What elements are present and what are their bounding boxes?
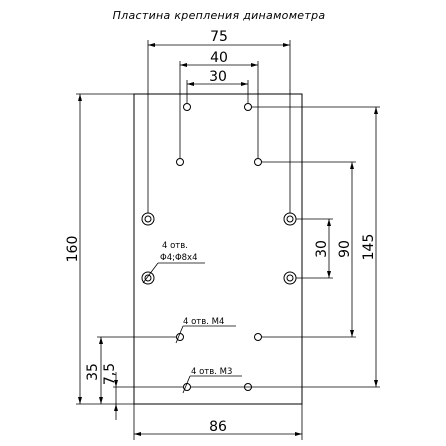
dimension-86: 86 (133, 404, 303, 440)
small-hole (244, 103, 252, 111)
svg-text:4 отв.: 4 отв. (162, 241, 188, 251)
countersunk-hole-top-left (141, 212, 155, 226)
small-hole (254, 158, 262, 166)
m4-hole (254, 333, 262, 341)
dimension-30-horizontal: 30 (186, 69, 249, 103)
dimension-145: 145 (191, 106, 380, 388)
callout-countersunk-holes: 4 отв. Φ4;Φ8x4 (142, 241, 205, 284)
dimension-30-vertical: 30 (296, 218, 333, 279)
dimension-7-5: 7,5 (102, 363, 183, 420)
svg-text:30: 30 (209, 69, 227, 85)
dimension-40: 40 (179, 50, 259, 158)
dimension-160: 160 (65, 93, 134, 405)
callout-m3-holes: 4 отв. М3 (182, 367, 242, 394)
svg-text:30: 30 (314, 240, 330, 258)
svg-text:Φ4;Φ8x4: Φ4;Φ8x4 (160, 253, 198, 263)
countersunk-hole-top-right (283, 212, 297, 226)
small-hole (183, 103, 191, 111)
dimension-35: 35 (85, 336, 176, 404)
dimension-75: 75 (147, 29, 291, 213)
plate-outline (133, 93, 303, 405)
countersunk-hole-bottom-left (141, 271, 155, 285)
svg-text:4 отв. М4: 4 отв. М4 (183, 317, 224, 327)
small-hole (176, 158, 184, 166)
drawing-title: Пластина крепления динамометра (113, 9, 326, 22)
countersunk-hole-bottom-right (283, 271, 297, 285)
dimension-90: 90 (262, 161, 356, 338)
callout-m4-holes: 4 отв. М4 (175, 317, 236, 344)
svg-text:4 отв. М3: 4 отв. М3 (191, 367, 232, 377)
svg-text:35: 35 (85, 363, 101, 381)
svg-text:86: 86 (209, 419, 227, 435)
svg-text:145: 145 (361, 234, 377, 261)
svg-text:75: 75 (210, 29, 228, 45)
svg-text:160: 160 (65, 236, 81, 263)
svg-text:40: 40 (210, 50, 228, 66)
svg-text:7,5: 7,5 (102, 363, 118, 385)
svg-text:90: 90 (337, 240, 353, 258)
